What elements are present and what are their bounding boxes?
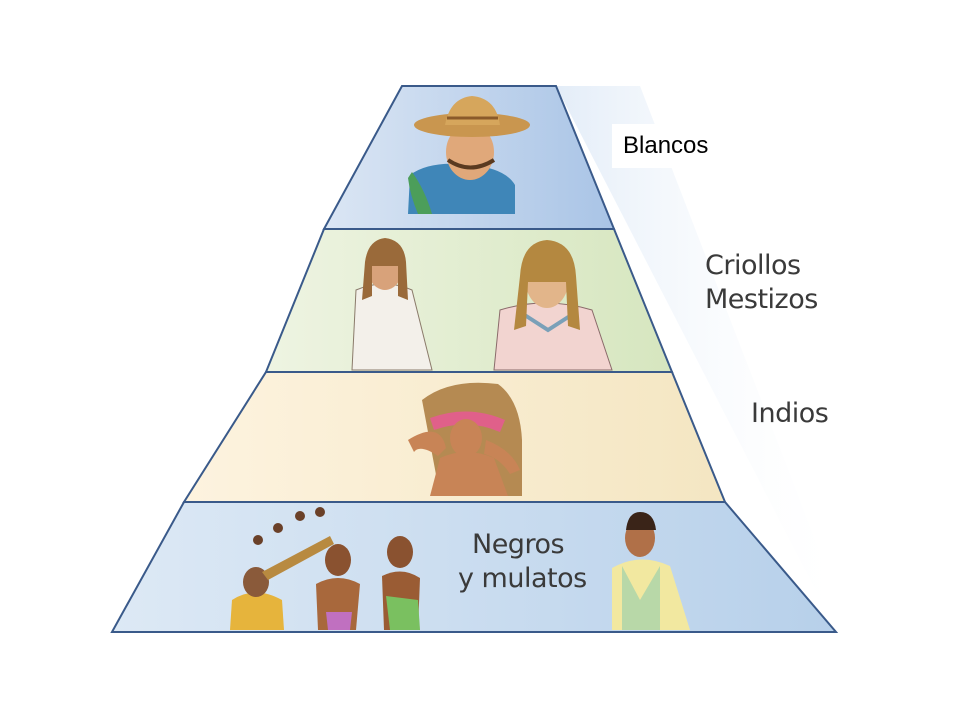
tier-4-label: Negros y mulatos — [458, 528, 587, 596]
tier-2-label-line-1: Criollos — [705, 250, 801, 281]
tier-2-label: Criollos Mestizos — [705, 249, 818, 317]
negros-workers-group — [230, 507, 420, 630]
tier-1-label: Blancos — [612, 124, 730, 168]
tier-3-label-line-1: Indios — [751, 398, 829, 429]
tier-2-band — [264, 228, 674, 373]
tier-4-label-line-2: y mulatos — [458, 563, 587, 594]
pyramid-shadow — [556, 86, 850, 630]
mulato-figure — [612, 512, 690, 630]
criollo-figure — [351, 238, 433, 371]
mestizo-figure — [493, 240, 613, 371]
blanco-figure — [408, 96, 530, 214]
indio-figure — [408, 382, 522, 496]
tier-2-label-line-2: Mestizos — [705, 284, 818, 315]
tier-3-label: Indios — [751, 397, 829, 431]
tier-4-label-line-1: Negros — [472, 529, 565, 560]
